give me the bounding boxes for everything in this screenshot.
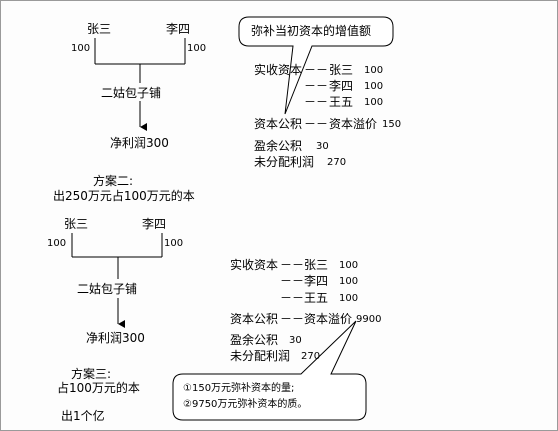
ledger2-dashes-4: －－ (280, 312, 305, 326)
scheme1-partner-right: 李四 (166, 22, 191, 36)
ledger1-row-1-value: 100 (364, 65, 384, 76)
ledger1-paid-in-label: 实收资本 (254, 63, 303, 77)
scheme3-note: 出1个亿 (61, 409, 105, 423)
ledger1-dashes-3: －－ (304, 95, 329, 109)
scheme1-amount-left: 100 (71, 43, 91, 54)
ledger1-dashes-4: －－ (304, 117, 329, 131)
ledger2-dashes-2: －－ (280, 274, 305, 288)
ledger1-premium-value: 150 (382, 119, 402, 130)
ledger1-row-1-name: 张三 (329, 63, 354, 77)
ledger2-undistributed-value: 270 (301, 351, 321, 362)
ledger1-row-2-name: 李四 (329, 79, 354, 93)
scheme2-desc: 出250万元占100万元的本 (53, 189, 195, 203)
ledger1-dashes-1: －－ (304, 63, 329, 77)
ledger2-premium-value: 9900 (356, 314, 382, 325)
ledger1-surplus-label: 盈余公积 (254, 139, 303, 153)
scheme1-amount-right: 100 (187, 43, 207, 54)
ledger2-surplus-value: 30 (289, 335, 302, 346)
scheme2-partner-right: 李四 (142, 217, 167, 231)
ledger2-reserve-label: 资本公积 (230, 312, 279, 326)
ledger2-row-1-name: 张三 (304, 258, 329, 272)
ledger2-premium-label: 资本溢价 (304, 312, 353, 326)
ledger2-row-2-name: 李四 (304, 274, 329, 288)
scheme2-title: 方案二: (93, 174, 134, 188)
ledger2-dashes-3: －－ (280, 291, 305, 305)
ledger1-dashes-2: －－ (304, 79, 329, 93)
ledger2-row-1-value: 100 (339, 260, 359, 271)
ledger2-paid-in-label: 实收资本 (230, 258, 279, 272)
scheme2-company: 二姑包子铺 (77, 282, 138, 296)
callout-bottom-line2: ②9750万元弥补资本的质。 (183, 399, 308, 410)
scheme1-profit: 净利润300 (110, 136, 169, 150)
ledger1-undistributed-value: 270 (327, 157, 347, 168)
ledger1-surplus-value: 30 (316, 141, 329, 152)
scheme1-company: 二姑包子铺 (101, 86, 162, 100)
scheme1-tree (94, 38, 186, 131)
ledger1-row-2-value: 100 (364, 81, 384, 92)
scheme1-partner-left: 张三 (87, 22, 112, 36)
callout-top-text: 弥补当初资本的增值额 (251, 24, 372, 38)
callout-top-shape (238, 16, 394, 115)
ledger2-row-3-value: 100 (339, 293, 359, 304)
scheme3-title: 方案三: (71, 367, 112, 381)
scheme2-amount-left: 100 (47, 238, 67, 249)
ledger2-row-3-name: 王五 (304, 291, 329, 305)
scheme2-profit: 净利润300 (86, 331, 145, 345)
ledger1-row-3-name: 王五 (329, 95, 354, 109)
ledger1-premium-label: 资本溢价 (329, 117, 378, 131)
ledger2-row-2-value: 100 (339, 276, 359, 287)
ledger2-dashes-1: －－ (280, 258, 305, 272)
callout-bottom-line1: ①150万元弥补资本的量; (183, 383, 295, 394)
callout-bottom-shape (172, 320, 367, 421)
scheme3-desc: 占100万元的本 (57, 381, 140, 395)
scheme2-partner-left: 张三 (64, 217, 89, 231)
ledger2-undistributed-label: 未分配利润 (230, 349, 291, 363)
scheme2-amount-right: 100 (164, 238, 184, 249)
ledger1-row-3-value: 100 (364, 97, 384, 108)
ledger1-undistributed-label: 未分配利润 (254, 155, 315, 169)
scheme2-tree (71, 233, 163, 328)
ledger1-reserve-label: 资本公积 (254, 117, 303, 131)
ledger2-surplus-label: 盈余公积 (230, 333, 279, 347)
